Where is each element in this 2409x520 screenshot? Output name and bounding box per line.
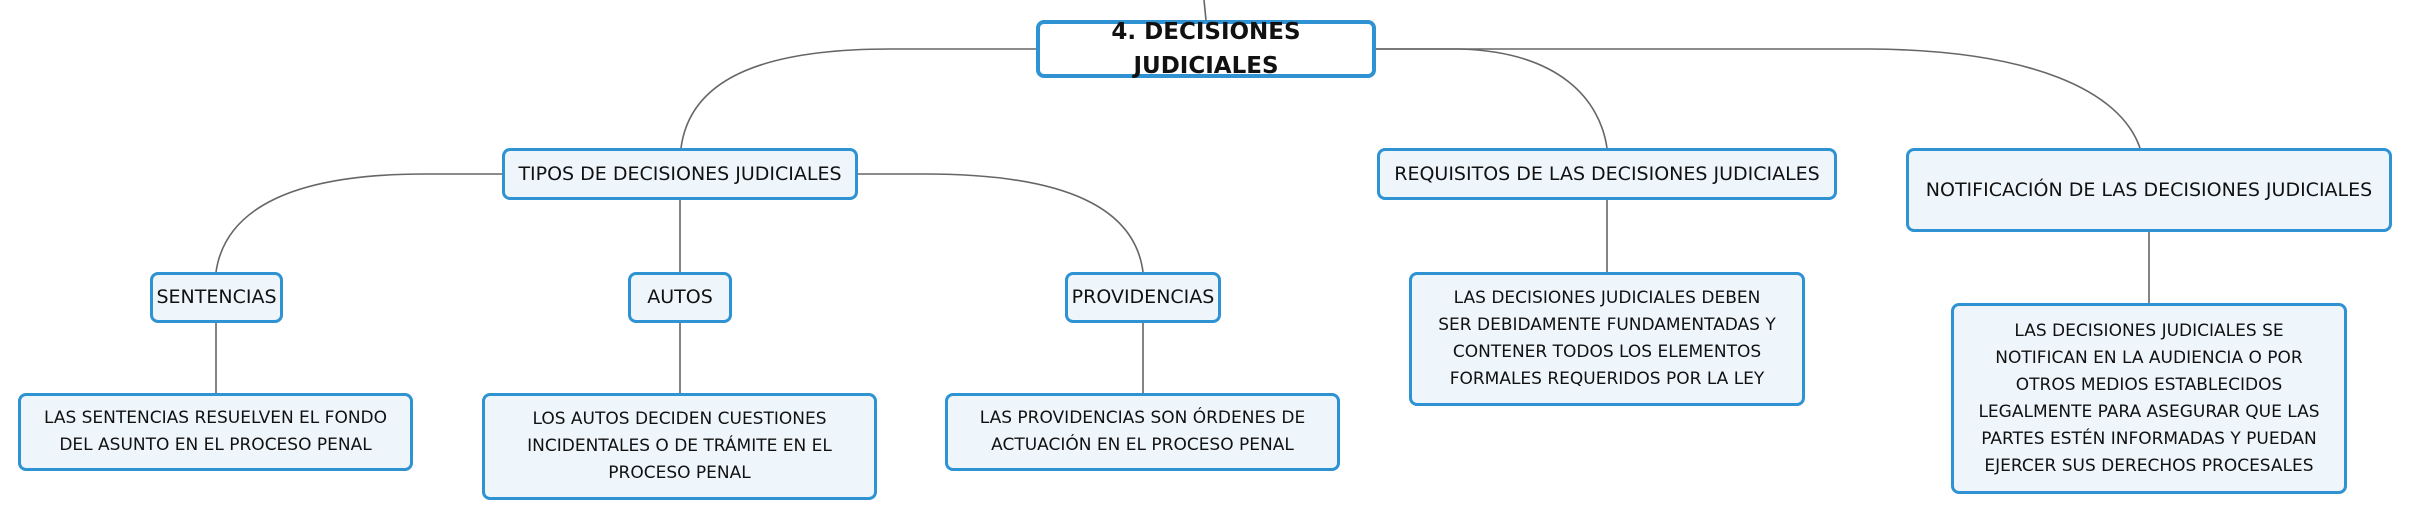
node-sentencias-label: SENTENCIAS	[156, 286, 277, 309]
connector-root-requisitos	[1376, 48, 1608, 149]
node-notificacion[interactable]: NOTIFICACIÓN DE LAS DECISIONES JUDICIALE…	[1906, 148, 2392, 232]
node-tipos-label: TIPOS DE DECISIONES JUDICIALES	[518, 162, 842, 185]
node-requisitos-detail[interactable]: LAS DECISIONES JUDICIALES DEBEN SER DEBI…	[1409, 272, 1805, 406]
connector-root-parent	[1203, 0, 1207, 21]
node-sentencias[interactable]: SENTENCIAS	[150, 272, 283, 323]
root-label: 4. DECISIONES JUDICIALES	[1111, 18, 1301, 80]
node-requisitos-label: REQUISITOS DE LAS DECISIONES JUDICIALES	[1394, 162, 1820, 185]
node-autos-label: AUTOS	[647, 286, 713, 309]
notificacion-detail-text: LAS DECISIONES JUDICIALES SE NOTIFICAN E…	[1978, 320, 2320, 476]
connector-root-notificacion	[1376, 48, 2141, 149]
providencias-detail-text: LAS PROVIDENCIAS SON ÓRDENES DE ACTUACIÓ…	[979, 408, 1306, 455]
node-autos-detail[interactable]: LOS AUTOS DECIDEN CUESTIONES INCIDENTALE…	[482, 393, 877, 500]
node-providencias-label: PROVIDENCIAS	[1071, 286, 1215, 309]
node-notificacion-detail[interactable]: LAS DECISIONES JUDICIALES SE NOTIFICAN E…	[1951, 303, 2347, 494]
autos-detail-text: LOS AUTOS DECIDEN CUESTIONES INCIDENTALE…	[527, 409, 832, 483]
connector-root-tipos	[680, 48, 1036, 149]
node-autos[interactable]: AUTOS	[628, 272, 732, 323]
node-providencias-detail[interactable]: LAS PROVIDENCIAS SON ÓRDENES DE ACTUACIÓ…	[945, 393, 1340, 471]
sentencias-detail-text: LAS SENTENCIAS RESUELVEN EL FONDO DEL AS…	[43, 408, 388, 455]
connector-tipos-sentencias	[215, 173, 502, 273]
root-node[interactable]: 4. DECISIONES JUDICIALES	[1036, 19, 1376, 79]
node-requisitos[interactable]: REQUISITOS DE LAS DECISIONES JUDICIALES	[1377, 148, 1837, 200]
node-notificacion-label: NOTIFICACIÓN DE LAS DECISIONES JUDICIALE…	[1925, 178, 2373, 201]
node-tipos[interactable]: TIPOS DE DECISIONES JUDICIALES	[502, 148, 858, 200]
connector-tipos-providencias	[858, 173, 1144, 273]
node-providencias[interactable]: PROVIDENCIAS	[1065, 272, 1221, 323]
node-sentencias-detail[interactable]: LAS SENTENCIAS RESUELVEN EL FONDO DEL AS…	[18, 393, 413, 471]
requisitos-detail-text: LAS DECISIONES JUDICIALES DEBEN SER DEBI…	[1438, 288, 1776, 389]
